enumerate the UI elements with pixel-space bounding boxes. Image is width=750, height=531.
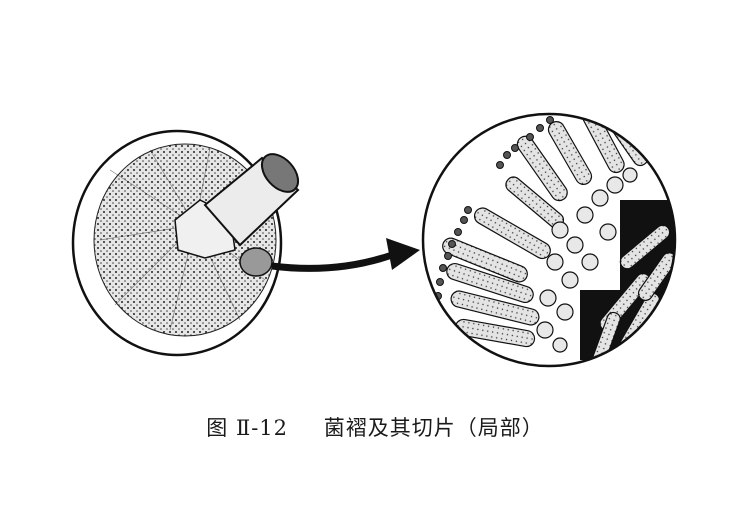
gill-section-magnified <box>421 112 677 368</box>
arrow-icon <box>271 238 420 272</box>
mushroom-cap-underside <box>71 129 300 357</box>
figure-title: 菌褶及其切片（局部） <box>323 416 544 440</box>
figure-number: 图 Ⅱ-12 <box>206 416 289 440</box>
figure-caption: 图 Ⅱ-12 菌褶及其切片（局部） <box>0 412 750 442</box>
